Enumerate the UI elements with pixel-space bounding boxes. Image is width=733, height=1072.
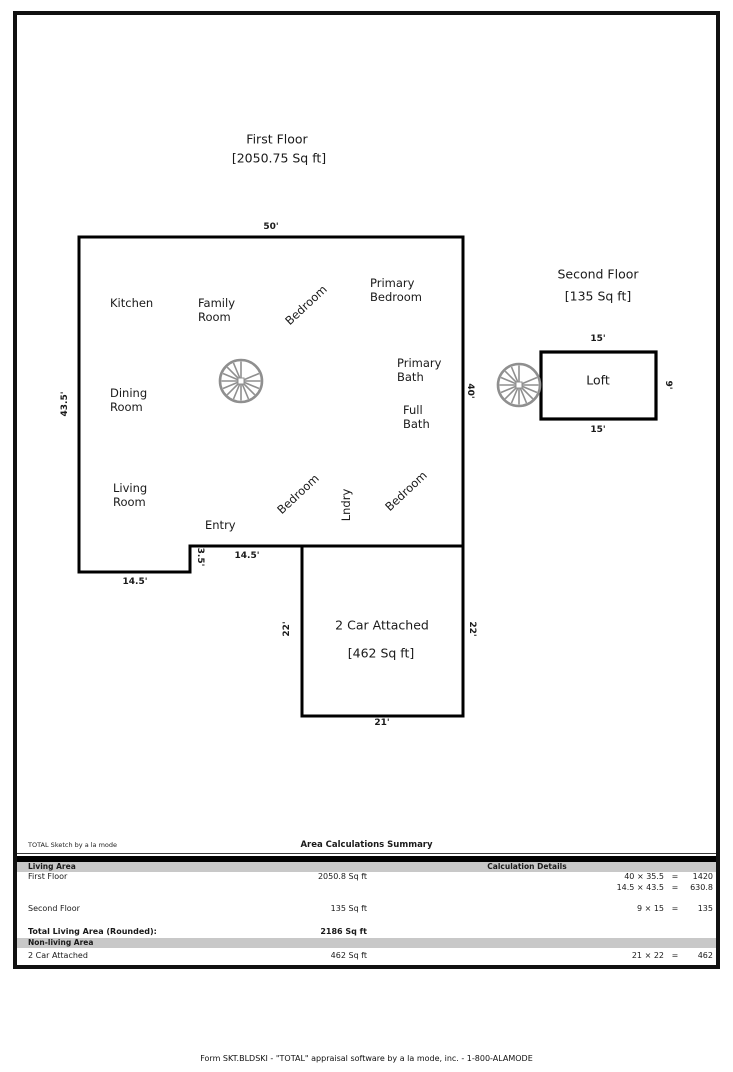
dim-first-floor-top: 50'	[263, 222, 279, 232]
area-calculations-table: TOTAL Sketch by a la mode Area Calculati…	[17, 838, 716, 965]
row-area: 2186 Sq ft	[320, 927, 367, 936]
dim-first-floor-step: 3.5'	[195, 547, 205, 567]
table-row-first-floor-calc2: 14.5 × 43.5 = 630.8	[17, 882, 716, 894]
dim-first-floor-bottom-mid: 14.5'	[234, 551, 260, 561]
second-floor-area: [135 Sq ft]	[564, 288, 632, 304]
calc-expression: 14.5 × 43.5	[616, 883, 664, 892]
row-name: Total Living Area (Rounded):	[28, 927, 157, 936]
calc-value: 630.8	[690, 883, 713, 892]
first-floor-area: [2050.75 Sq ft]	[231, 150, 327, 166]
dim-loft-top: 15'	[590, 334, 606, 344]
calc-value: 462	[697, 951, 713, 960]
form-footer: Form SKT.BLDSKI - "TOTAL" appraisal soft…	[200, 1054, 533, 1063]
room-label-primary-bath: Primary Bath	[397, 356, 442, 384]
row-calc: 14.5 × 43.5 = 630.8	[543, 882, 713, 894]
calc-expression: 21 × 22	[631, 951, 664, 960]
spiral-staircase-icon	[218, 358, 264, 404]
dim-garage-left: 22'	[282, 621, 292, 637]
table-row-total: Total Living Area (Rounded): 2186 Sq ft	[17, 926, 716, 938]
room-label-family-room: Family Room	[198, 296, 236, 324]
calculation-details-header: Calculation Details	[487, 862, 567, 871]
living-area-header-row: Living Area Calculation Details	[17, 862, 716, 872]
row-area: 2050.8 Sq ft	[317, 872, 367, 881]
garage-label: 2 Car Attached	[335, 617, 429, 633]
table-divider-thick	[17, 856, 716, 862]
first-floor-outline	[77, 235, 465, 574]
room-label-entry: Entry	[205, 518, 236, 532]
calc-value: 135	[697, 904, 713, 913]
room-label-primary-bedroom: Primary Bedroom	[370, 276, 423, 304]
row-calc: 21 × 22 = 462	[543, 950, 713, 962]
row-name: Second Floor	[28, 904, 80, 913]
calc-expression: 40 × 35.5	[624, 872, 664, 881]
room-label-kitchen: Kitchen	[110, 296, 154, 310]
first-floor-title: First Floor	[246, 131, 308, 147]
dim-first-floor-bottom-left: 14.5'	[122, 577, 148, 587]
row-calc: 9 × 15 = 135	[543, 903, 713, 915]
nonliving-area-header-row: Non-living Area	[17, 938, 716, 948]
second-floor-title: Second Floor	[557, 266, 639, 282]
calc-value: 1420	[692, 872, 713, 881]
room-label-dining-room: Dining Room	[110, 386, 148, 414]
dim-garage-right: 22'	[467, 621, 477, 637]
garage-outline	[300, 544, 465, 718]
row-name: First Floor	[28, 872, 68, 881]
row-area: 135 Sq ft	[330, 904, 367, 913]
dim-loft-right: 9'	[663, 380, 673, 390]
row-area: 462 Sq ft	[330, 951, 367, 960]
sketch-page-border	[13, 11, 720, 969]
row-calc: 40 × 35.5 = 1420	[543, 871, 713, 883]
table-row-garage: 2 Car Attached 462 Sq ft 21 × 22 = 462	[17, 950, 716, 962]
dim-first-floor-right: 40'	[465, 383, 475, 399]
table-row-first-floor: First Floor 2050.8 Sq ft 40 × 35.5 = 142…	[17, 871, 716, 883]
dim-loft-bottom: 15'	[590, 425, 606, 435]
calc-equals: =	[671, 951, 679, 960]
calc-expression: 9 × 15	[636, 904, 664, 913]
room-label-living-room: Living Room	[113, 481, 148, 509]
row-name: 2 Car Attached	[28, 951, 88, 960]
calc-equals: =	[671, 904, 679, 913]
calc-equals: =	[671, 883, 679, 892]
table-row-second-floor: Second Floor 135 Sq ft 9 × 15 = 135	[17, 903, 716, 915]
nonliving-area-header: Non-living Area	[28, 938, 94, 947]
spiral-staircase-icon	[496, 362, 542, 408]
room-label-loft: Loft	[586, 372, 610, 388]
total-sketch-watermark: TOTAL Sketch by a la mode	[28, 841, 118, 849]
room-label-laundry: Lndry	[339, 488, 353, 522]
room-label-full-bath: Full Bath	[403, 403, 430, 431]
table-divider-thin	[17, 853, 716, 854]
dim-garage-bottom: 21'	[374, 718, 390, 728]
living-area-header: Living Area	[28, 862, 76, 871]
dim-first-floor-left: 43.5'	[60, 391, 70, 417]
table-title: Area Calculations Summary	[300, 840, 433, 850]
garage-area: [462 Sq ft]	[347, 645, 415, 661]
calc-equals: =	[671, 872, 679, 881]
